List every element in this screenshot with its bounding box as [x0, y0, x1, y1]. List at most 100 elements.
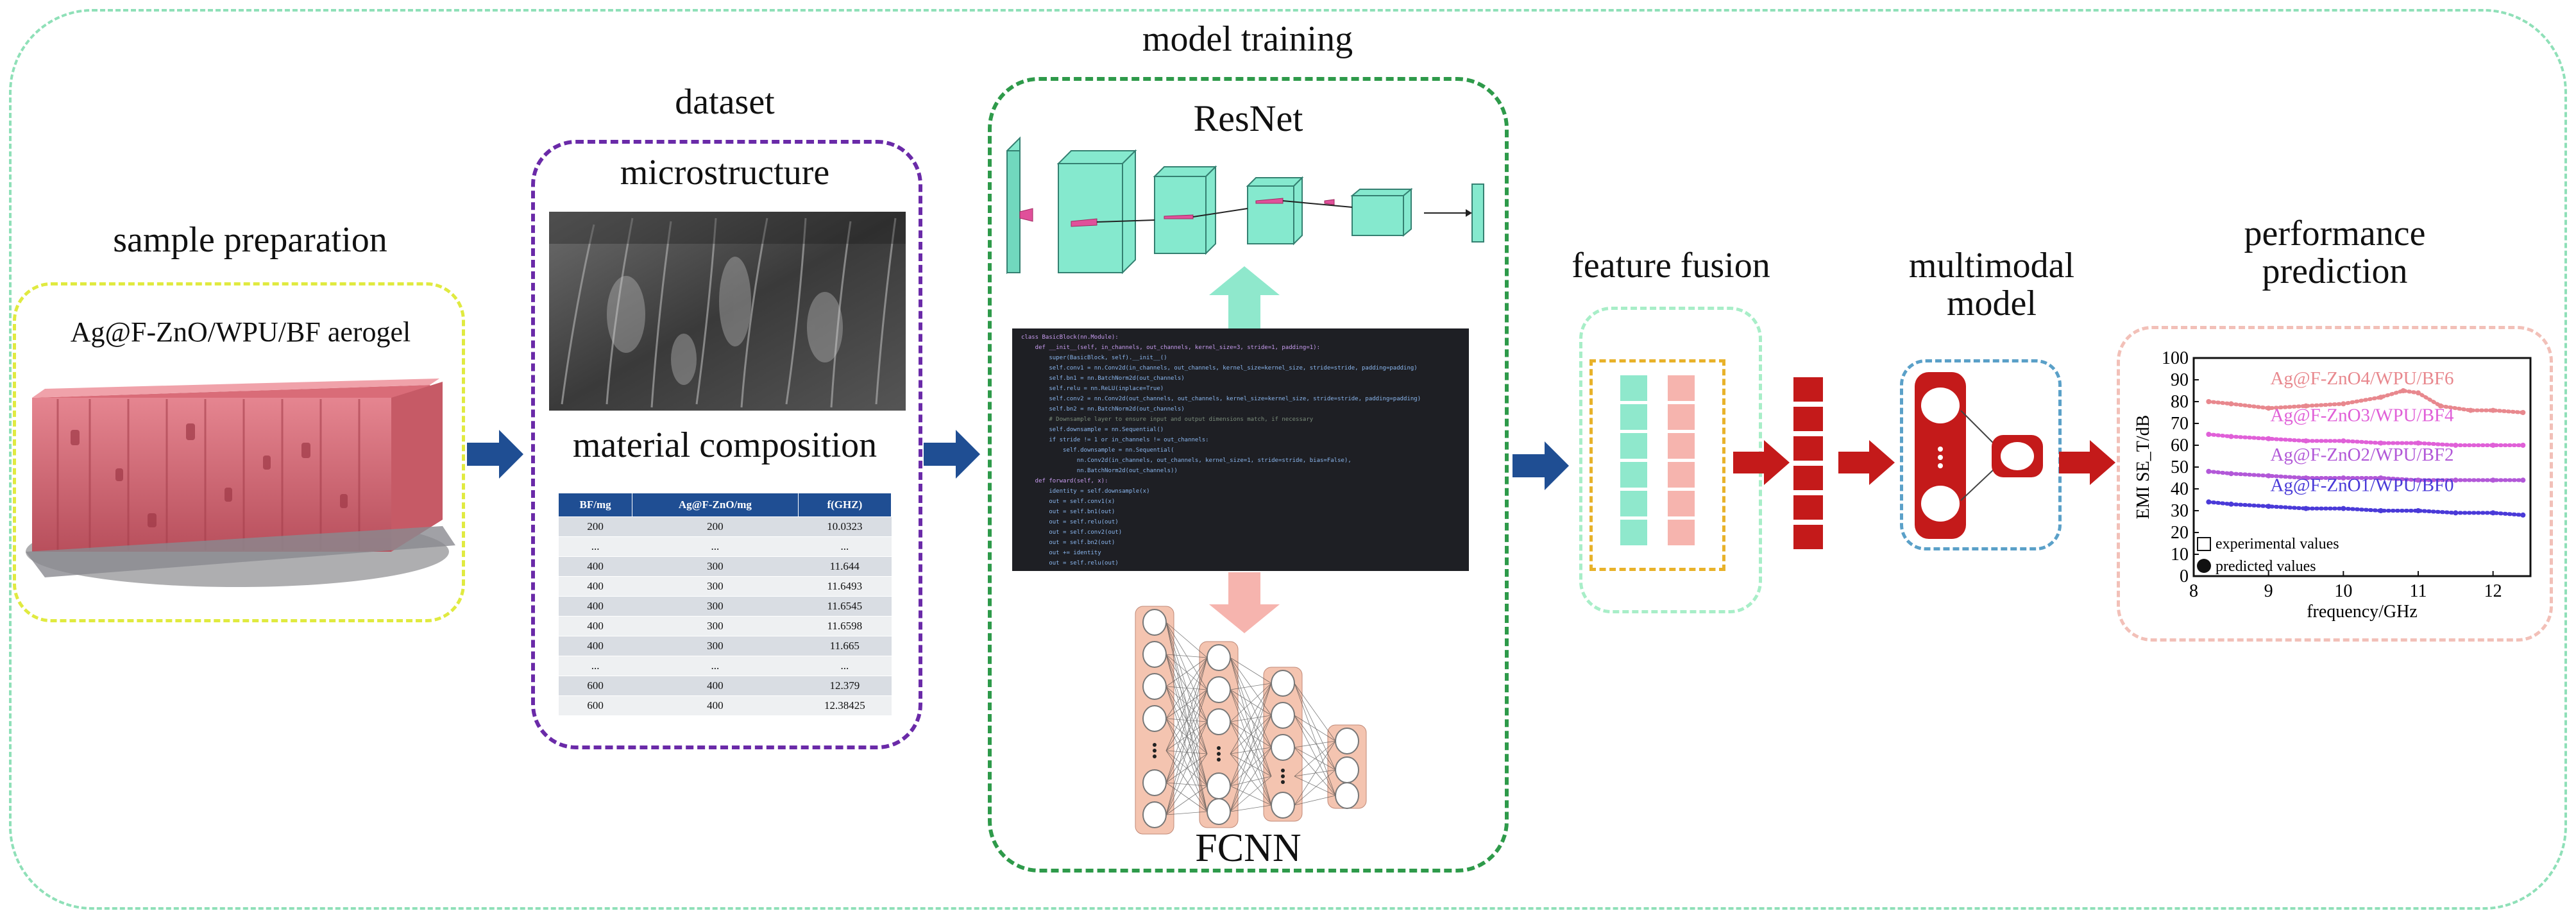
- series-point: [2400, 388, 2406, 393]
- series-point: [2303, 438, 2309, 444]
- series-label: Ag@F-ZnO2/WPU/BF2: [2270, 445, 2453, 465]
- series-point: [2228, 401, 2234, 407]
- fcnn-node: [1142, 705, 1167, 732]
- code-line: class BasicBlock(nn.Module):: [1021, 334, 1119, 341]
- arrow-to-dataset: [467, 430, 523, 479]
- fcnn-edge: [1165, 657, 1208, 687]
- series-point: [2416, 440, 2421, 446]
- table-cell: 300: [632, 636, 799, 656]
- x-tick-label: 9: [2264, 581, 2273, 601]
- fcnn-edge: [1230, 715, 1272, 787]
- series-point: [2228, 471, 2234, 477]
- table-cell: 11.6598: [798, 616, 892, 636]
- series-point: [2378, 440, 2384, 446]
- table-cell: 400: [632, 676, 799, 696]
- microstructure-title: microstructure: [620, 153, 830, 192]
- fcnn-edge: [1230, 683, 1272, 787]
- code-line: nn.BatchNorm2d(out_channels)): [1021, 468, 1178, 474]
- fcnn-edge: [1294, 776, 1336, 796]
- fcnn-node: [1271, 792, 1295, 819]
- fcnn-ellipsis-dot: [1281, 769, 1285, 772]
- series-point: [2378, 475, 2384, 481]
- fcnn-edge: [1294, 683, 1336, 796]
- y-axis-label: EMI SE_T/dB: [2133, 415, 2153, 520]
- fcnn-node: [1335, 728, 1359, 754]
- y-tick-label: 0: [2180, 566, 2189, 586]
- code-line: super(BasicBlock, self).__init__(): [1021, 355, 1167, 361]
- table-cell: ...: [558, 656, 632, 676]
- multimodal-model-title: multimodal model: [1908, 246, 2075, 323]
- table-cell: 600: [558, 676, 632, 696]
- fcnn-edge: [1294, 683, 1336, 742]
- fcnn-edge: [1230, 683, 1272, 722]
- y-tick-label: 100: [2162, 348, 2189, 368]
- series-point: [2490, 477, 2496, 483]
- performance-prediction-frame: [2117, 326, 2553, 642]
- y-tick-label: 60: [2171, 436, 2189, 456]
- arrow-to-multimodal: [1838, 440, 1895, 485]
- series-point: [2453, 443, 2459, 448]
- fcnn-edge: [1230, 689, 1272, 777]
- fcnn-node: [1207, 676, 1231, 703]
- code-text: class BasicBlock(nn.Module): def __init_…: [1021, 332, 1421, 568]
- series-line: [2207, 388, 2525, 414]
- table-cell: ...: [632, 536, 799, 557]
- fcnn-node: [1335, 782, 1359, 809]
- series-point: [2266, 436, 2271, 441]
- fcnn-edge: [1294, 740, 1336, 806]
- fcnn-edge: [1294, 683, 1336, 771]
- y-tick-label: 90: [2171, 370, 2189, 390]
- fcnn-edge: [1230, 753, 1272, 777]
- series-point: [2490, 443, 2496, 448]
- fcnn-node: [1271, 670, 1295, 697]
- legend-predicted-marker: [2197, 559, 2211, 573]
- sample-preparation-title: sample preparation: [113, 220, 387, 260]
- code-line: self.conv1 = nn.Conv2d(in_channels, out_…: [1021, 365, 1418, 371]
- fcnn-edge: [1230, 715, 1272, 812]
- series-point: [2341, 401, 2346, 407]
- fcnn-ellipsis-dot: [1281, 780, 1285, 784]
- fcnn-edge: [1165, 721, 1208, 815]
- code-line: nn.Conv2d(in_channels, out_channels, ker…: [1021, 457, 1352, 464]
- code-line: out = self.bn2(out): [1021, 540, 1115, 546]
- fcnn-edge: [1230, 683, 1272, 812]
- fusion-inner-frame: [1589, 359, 1725, 571]
- table-header-cell: BF/mg: [557, 493, 633, 517]
- table-cell: 400: [558, 576, 632, 597]
- fcnn-edge: [1165, 750, 1208, 812]
- table-header-cell: Ag@F-ZnO/mg: [632, 493, 799, 517]
- y-tick-label: 30: [2171, 501, 2189, 521]
- code-line: if stride != 1 or in_channels != out_cha…: [1021, 437, 1209, 443]
- table-cell: 400: [558, 596, 632, 617]
- fcnn-edge: [1165, 753, 1208, 815]
- series-point: [2303, 475, 2309, 481]
- multimodal-network: [1915, 372, 2043, 539]
- fcnn-ellipsis-dot: [1217, 746, 1221, 750]
- fusion-feature-vectors: [1620, 375, 1695, 545]
- y-tick-label: 10: [2171, 545, 2189, 565]
- x-tick-label: 11: [2410, 581, 2427, 601]
- fcnn-node: [1271, 702, 1295, 729]
- series-point: [2206, 432, 2212, 437]
- fcnn-ellipsis-dot: [1153, 743, 1157, 747]
- fcnn-node: [1207, 798, 1231, 825]
- fcnn-edge: [1294, 715, 1336, 742]
- series-label: Ag@F-ZnO1/WPU/BF0: [2270, 475, 2453, 495]
- fcnn-edge: [1165, 811, 1208, 815]
- code-line: self.downsample = nn.Sequential(: [1021, 447, 1174, 454]
- series-point: [2378, 508, 2384, 513]
- fcnn-ellipsis-dot: [1217, 752, 1221, 756]
- series-point: [2416, 477, 2421, 483]
- fcnn-edge: [1165, 657, 1208, 719]
- fcnn-edge: [1230, 721, 1272, 777]
- dataset-title: dataset: [675, 82, 775, 122]
- fcnn-edge: [1230, 683, 1272, 754]
- code-line: out = self.bn1(out): [1021, 509, 1115, 515]
- series-point: [2303, 403, 2309, 409]
- fcnn-diagram: [1135, 606, 1367, 835]
- table-cell: ...: [798, 656, 892, 676]
- y-tick-label: 20: [2171, 523, 2189, 543]
